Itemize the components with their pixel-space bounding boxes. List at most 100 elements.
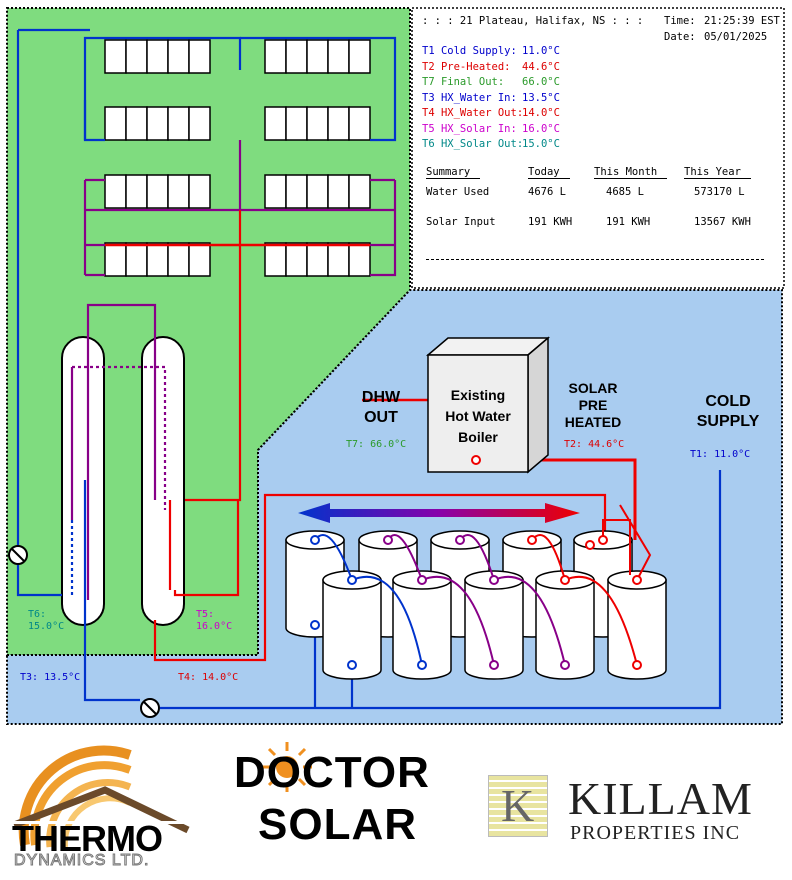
- tank-pipe: [619, 504, 652, 581]
- collector-panel: [188, 106, 211, 141]
- collector-panel: [167, 174, 190, 209]
- pipe-port: [527, 535, 537, 545]
- collector-panel: [348, 39, 371, 74]
- date-value: 05/01/2025: [704, 31, 768, 43]
- t5-label: T5:16.0°C: [196, 609, 233, 632]
- summary-header: This Year: [684, 166, 751, 179]
- summary-cell-month: 191 KWH: [606, 216, 651, 228]
- collector-panel: [125, 106, 148, 141]
- collector-panel: [306, 39, 329, 74]
- pipe-port: [417, 660, 427, 670]
- heat-exchanger-left: [61, 336, 105, 626]
- killam-emblem: K: [488, 775, 548, 837]
- pipe-port: [383, 535, 393, 545]
- collector-panel: [348, 174, 371, 209]
- collector-panel: [188, 174, 211, 209]
- collector-panel: [104, 106, 127, 141]
- temp-value: 66.0°C: [522, 76, 560, 88]
- collector-panel: [167, 106, 190, 141]
- tank-pipe: [421, 575, 495, 666]
- summary-header: Today: [528, 166, 570, 179]
- temp-value: 16.0°C: [522, 122, 560, 135]
- collector-panel: [306, 106, 329, 141]
- collector-panel: [264, 39, 287, 74]
- pipe-port: [347, 575, 357, 585]
- summary-cell-today: 4676 L: [528, 186, 566, 198]
- collector-panel: [348, 106, 371, 141]
- location-text: : : : 21 Plateau, Halifax, NS : : :: [422, 15, 644, 27]
- pipe-port: [347, 660, 357, 670]
- heat-exchanger-right: [141, 336, 185, 626]
- tank-pipe: [493, 575, 566, 666]
- collector-panel: [125, 39, 148, 74]
- temp-value: 14.0°C: [522, 107, 560, 119]
- t3-label: T3: 13.5°C: [20, 672, 81, 683]
- valve-bottom[interactable]: [140, 698, 160, 718]
- collector-panel: [104, 39, 127, 74]
- temp-label: T1 Cold Supply:: [422, 45, 517, 57]
- thermo-dynamics-logo: [10, 745, 190, 848]
- solar-wordmark: SOLAR: [258, 800, 417, 849]
- collector-panel: [327, 39, 350, 74]
- time-label: Time:: [664, 15, 696, 27]
- collector-panel: [188, 39, 211, 74]
- temp-label: T3 HX_Water In:: [422, 91, 517, 104]
- boiler-front: [427, 354, 529, 473]
- pipe-port: [585, 540, 595, 550]
- valve-left[interactable]: [8, 545, 28, 565]
- killam-subtext: PROPERTIES INC: [570, 822, 741, 844]
- info-panel-frame: [411, 7, 785, 289]
- collector-panel: [285, 242, 308, 277]
- temp-label: T7 Final Out:: [422, 76, 505, 88]
- pipe-port: [632, 660, 642, 670]
- collector-panel: [167, 39, 190, 74]
- date-label: Date:: [664, 31, 696, 43]
- thermo-wordmark: THERMO: [12, 818, 163, 859]
- collector-panel: [264, 174, 287, 209]
- collector-panel: [125, 174, 148, 209]
- tank-pipe: [564, 575, 638, 666]
- temp-value: 13.5°C: [522, 91, 560, 104]
- tank-pipe: [351, 575, 423, 666]
- summary-cell-today: 191 KWH: [528, 216, 573, 228]
- info-panel: : : : 21 Plateau, Halifax, NS : : : Time…: [416, 10, 781, 290]
- temp-label: T4 HX_Water Out:: [422, 107, 524, 119]
- pipe-port: [632, 575, 642, 585]
- collector-panel: [306, 174, 329, 209]
- collector-panel: [327, 106, 350, 141]
- collector-panel: [104, 174, 127, 209]
- summary-cell-label: Water Used: [426, 186, 490, 198]
- storage-tank-array: [285, 455, 667, 680]
- summary-header: Summary: [426, 166, 481, 179]
- collector-panel: [167, 242, 190, 277]
- thermo-subtext: DYNAMICS LTD.: [13, 852, 150, 870]
- collector-panel: [188, 242, 211, 277]
- summary-divider: [426, 259, 764, 260]
- temp-label: T6 HX_Solar Out:: [422, 138, 524, 150]
- collector-panel: [264, 242, 287, 277]
- summary-cell-year: 573170 L: [694, 186, 745, 198]
- pipe-port: [489, 660, 499, 670]
- pipe-port: [598, 535, 608, 545]
- solar-collector-array: [104, 39, 371, 277]
- pipe-port: [417, 575, 427, 585]
- collector-panel: [104, 242, 127, 277]
- collector-panel: [146, 242, 169, 277]
- collector-pipe-row1: [83, 36, 242, 142]
- pipe-port: [310, 620, 320, 630]
- collector-panel: [285, 174, 308, 209]
- pipe-port: [310, 535, 320, 545]
- summary-cell-label: Solar Input: [426, 216, 496, 228]
- tank-pipe: [602, 519, 631, 575]
- t4-label: T4: 14.0°C: [178, 672, 239, 683]
- doctor-wordmark: DOCTOR: [234, 748, 430, 797]
- temp-value: 11.0°C: [522, 45, 560, 57]
- boiler-side: [527, 336, 549, 474]
- t7-label: T7: 66.0°C: [346, 439, 407, 450]
- killam-wordmark: KILLAM: [568, 773, 753, 824]
- collector-panel: [146, 106, 169, 141]
- collector-panel: [264, 106, 287, 141]
